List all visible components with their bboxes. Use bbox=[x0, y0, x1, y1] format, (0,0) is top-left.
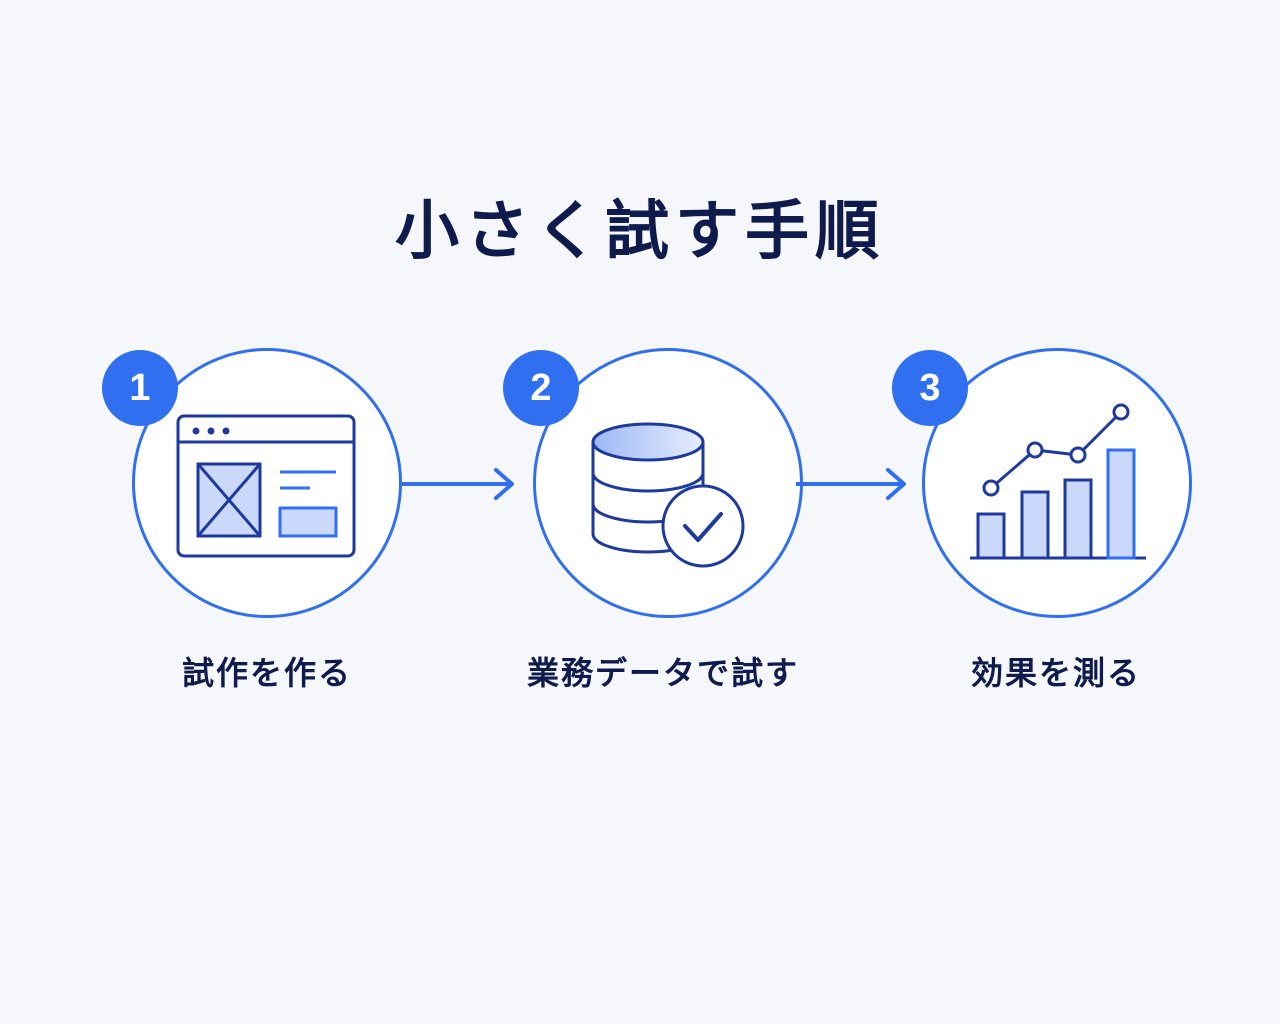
step-number-badge: 2 bbox=[503, 350, 579, 426]
arrow-right-icon bbox=[400, 468, 514, 500]
step-1: 1 bbox=[102, 348, 402, 618]
step-3: 3 bbox=[892, 348, 1192, 618]
step-number-badge: 1 bbox=[102, 350, 178, 426]
bar-line-chart-icon bbox=[970, 403, 1146, 560]
browser-wireframe-icon bbox=[176, 414, 356, 558]
step-3-label: 効果を測る bbox=[970, 654, 1141, 692]
step-2-label: 業務データで試す bbox=[526, 654, 799, 692]
arrow-right-icon bbox=[796, 468, 906, 500]
page-title: 小さく試す手順 bbox=[395, 195, 885, 269]
step-2: 2 bbox=[503, 348, 803, 618]
step-number-badge: 3 bbox=[892, 350, 968, 426]
step-1-label: 試作を作る bbox=[181, 654, 352, 692]
database-check-icon bbox=[591, 422, 745, 568]
step-circle bbox=[922, 348, 1192, 618]
